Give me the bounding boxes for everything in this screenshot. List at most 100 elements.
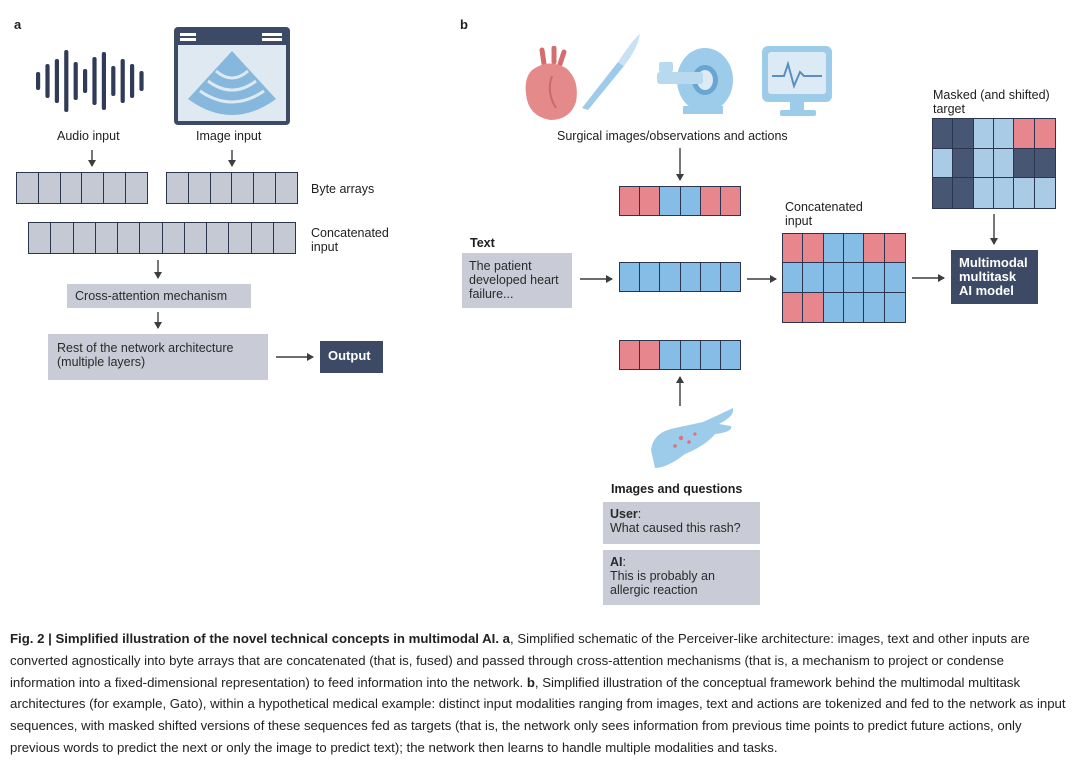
- text-heading: Text: [470, 236, 495, 250]
- token-cell: [700, 341, 721, 369]
- mri-scanner-icon: [657, 48, 733, 114]
- caption-a-letter: a: [502, 631, 511, 646]
- token-cell: [700, 263, 721, 291]
- concatenated-byte-array: [28, 222, 296, 254]
- waveform-bar: [120, 59, 125, 103]
- surgical-token-row: [619, 186, 741, 216]
- token-cell: [620, 187, 641, 215]
- concat-grid-cell: [844, 234, 865, 264]
- masked-grid-cell: [973, 148, 994, 179]
- token-cell: [680, 187, 701, 215]
- caption-fig-label: Fig. 2 | Simplified illustration of the …: [10, 631, 499, 646]
- concat-grid-cell: [783, 263, 804, 293]
- masked-grid-cell: [994, 178, 1015, 208]
- waveform-bar: [139, 71, 144, 91]
- waveform-bar: [73, 62, 78, 100]
- masked-grid-cell: [1014, 119, 1035, 149]
- heart-icon: [525, 46, 577, 120]
- masked-grid-cell: [994, 148, 1015, 179]
- token-cell: [620, 263, 641, 291]
- masked-grid-cell: [953, 178, 974, 208]
- text-token-row: [619, 262, 741, 292]
- audio-waveform-icon: [36, 50, 144, 112]
- waveform-bar: [111, 66, 116, 96]
- concat-grid-cell: [844, 292, 865, 322]
- concat-grid-cell: [844, 263, 865, 293]
- user-question-text: What caused this rash?: [610, 521, 741, 535]
- waveform-bar: [54, 59, 59, 103]
- concat-grid-cell: [864, 292, 885, 322]
- concatenated-input-label-a: Concatenated input: [311, 226, 389, 254]
- token-cell: [720, 187, 741, 215]
- image-input-label: Image input: [196, 129, 262, 143]
- masked-grid-cell: [933, 178, 954, 208]
- cross-attention-box: Cross-attention mechanism: [67, 284, 251, 308]
- token-cell: [680, 263, 701, 291]
- concat-grid-cell: [803, 263, 824, 293]
- token-cell: [660, 341, 681, 369]
- masked-grid-cell: [973, 119, 994, 149]
- token-cell: [680, 341, 701, 369]
- concat-grid-cell: [803, 292, 824, 322]
- masked-grid-cell: [1034, 178, 1055, 208]
- waveform-bar: [130, 64, 135, 98]
- audio-input-label: Audio input: [57, 129, 120, 143]
- concat-grid-cell: [823, 292, 844, 322]
- concatenated-token-grid: [782, 233, 906, 323]
- byte-arrays-label: Byte arrays: [311, 182, 375, 196]
- panel-a-letter: a: [14, 17, 22, 32]
- concat-grid-cell: [864, 234, 885, 264]
- waveform-bar: [101, 52, 106, 110]
- figure-caption: Fig. 2 | Simplified illustration of the …: [10, 628, 1072, 759]
- token-cell: [660, 187, 681, 215]
- masked-grid-cell: [933, 119, 954, 149]
- token-cell: [620, 341, 641, 369]
- patient-text-box: The patient developed heart failure...: [462, 253, 572, 308]
- ai-colon: :: [622, 555, 626, 569]
- scalpel-icon: [582, 34, 640, 110]
- concat-grid-cell: [884, 234, 905, 264]
- ai-answer-box: AI: This is probably an allergic reactio…: [603, 550, 760, 605]
- masked-grid-cell: [994, 119, 1015, 149]
- caption-b-text: , Simplified illustration of the concept…: [10, 674, 1066, 755]
- waveform-bar: [36, 72, 41, 90]
- user-heading: User: [610, 507, 638, 521]
- masked-grid-cell: [933, 148, 954, 179]
- image-question-token-row: [619, 340, 741, 370]
- masked-grid-cell: [1034, 148, 1055, 179]
- concat-grid-cell: [823, 263, 844, 293]
- masked-grid-cell: [973, 178, 994, 208]
- masked-target-grid: [932, 118, 1056, 209]
- concat-grid-cell: [783, 292, 804, 322]
- ultrasound-image-icon: [174, 27, 290, 125]
- output-box: Output: [320, 341, 383, 373]
- token-cell: [700, 187, 721, 215]
- ai-answer-text: This is probably an allergic reaction: [610, 569, 715, 597]
- image-byte-array: [166, 172, 298, 204]
- images-questions-heading: Images and questions: [611, 482, 743, 496]
- caption-a-text: , Simplified schematic of the Perceiver-…: [10, 631, 1030, 690]
- user-question-box: User: What caused this rash?: [603, 502, 760, 544]
- concat-grid-cell: [884, 263, 905, 293]
- masked-grid-cell: [1014, 148, 1035, 179]
- token-cell: [640, 341, 661, 369]
- token-cell: [660, 263, 681, 291]
- token-cell: [720, 341, 741, 369]
- rest-network-box: Rest of the network architecture (multip…: [48, 334, 268, 380]
- panel-b-letter: b: [460, 17, 468, 32]
- audio-byte-array: [16, 172, 148, 204]
- surgical-label: Surgical images/observations and actions: [557, 129, 788, 143]
- waveform-bar: [45, 64, 50, 98]
- concat-grid-cell: [803, 234, 824, 264]
- monitor-icon: [762, 46, 832, 116]
- token-cell: [720, 263, 741, 291]
- concat-grid-cell: [783, 234, 804, 264]
- ai-heading: AI: [610, 555, 623, 569]
- masked-grid-cell: [1014, 178, 1035, 208]
- ai-model-box: Multimodal multitask AI model: [951, 250, 1038, 304]
- waveform-bar: [64, 50, 69, 112]
- masked-grid-cell: [953, 148, 974, 179]
- concatenated-input-label-b: Concatenated input: [785, 200, 863, 228]
- caption-b-letter: b: [526, 674, 535, 690]
- waveform-bar: [83, 69, 88, 93]
